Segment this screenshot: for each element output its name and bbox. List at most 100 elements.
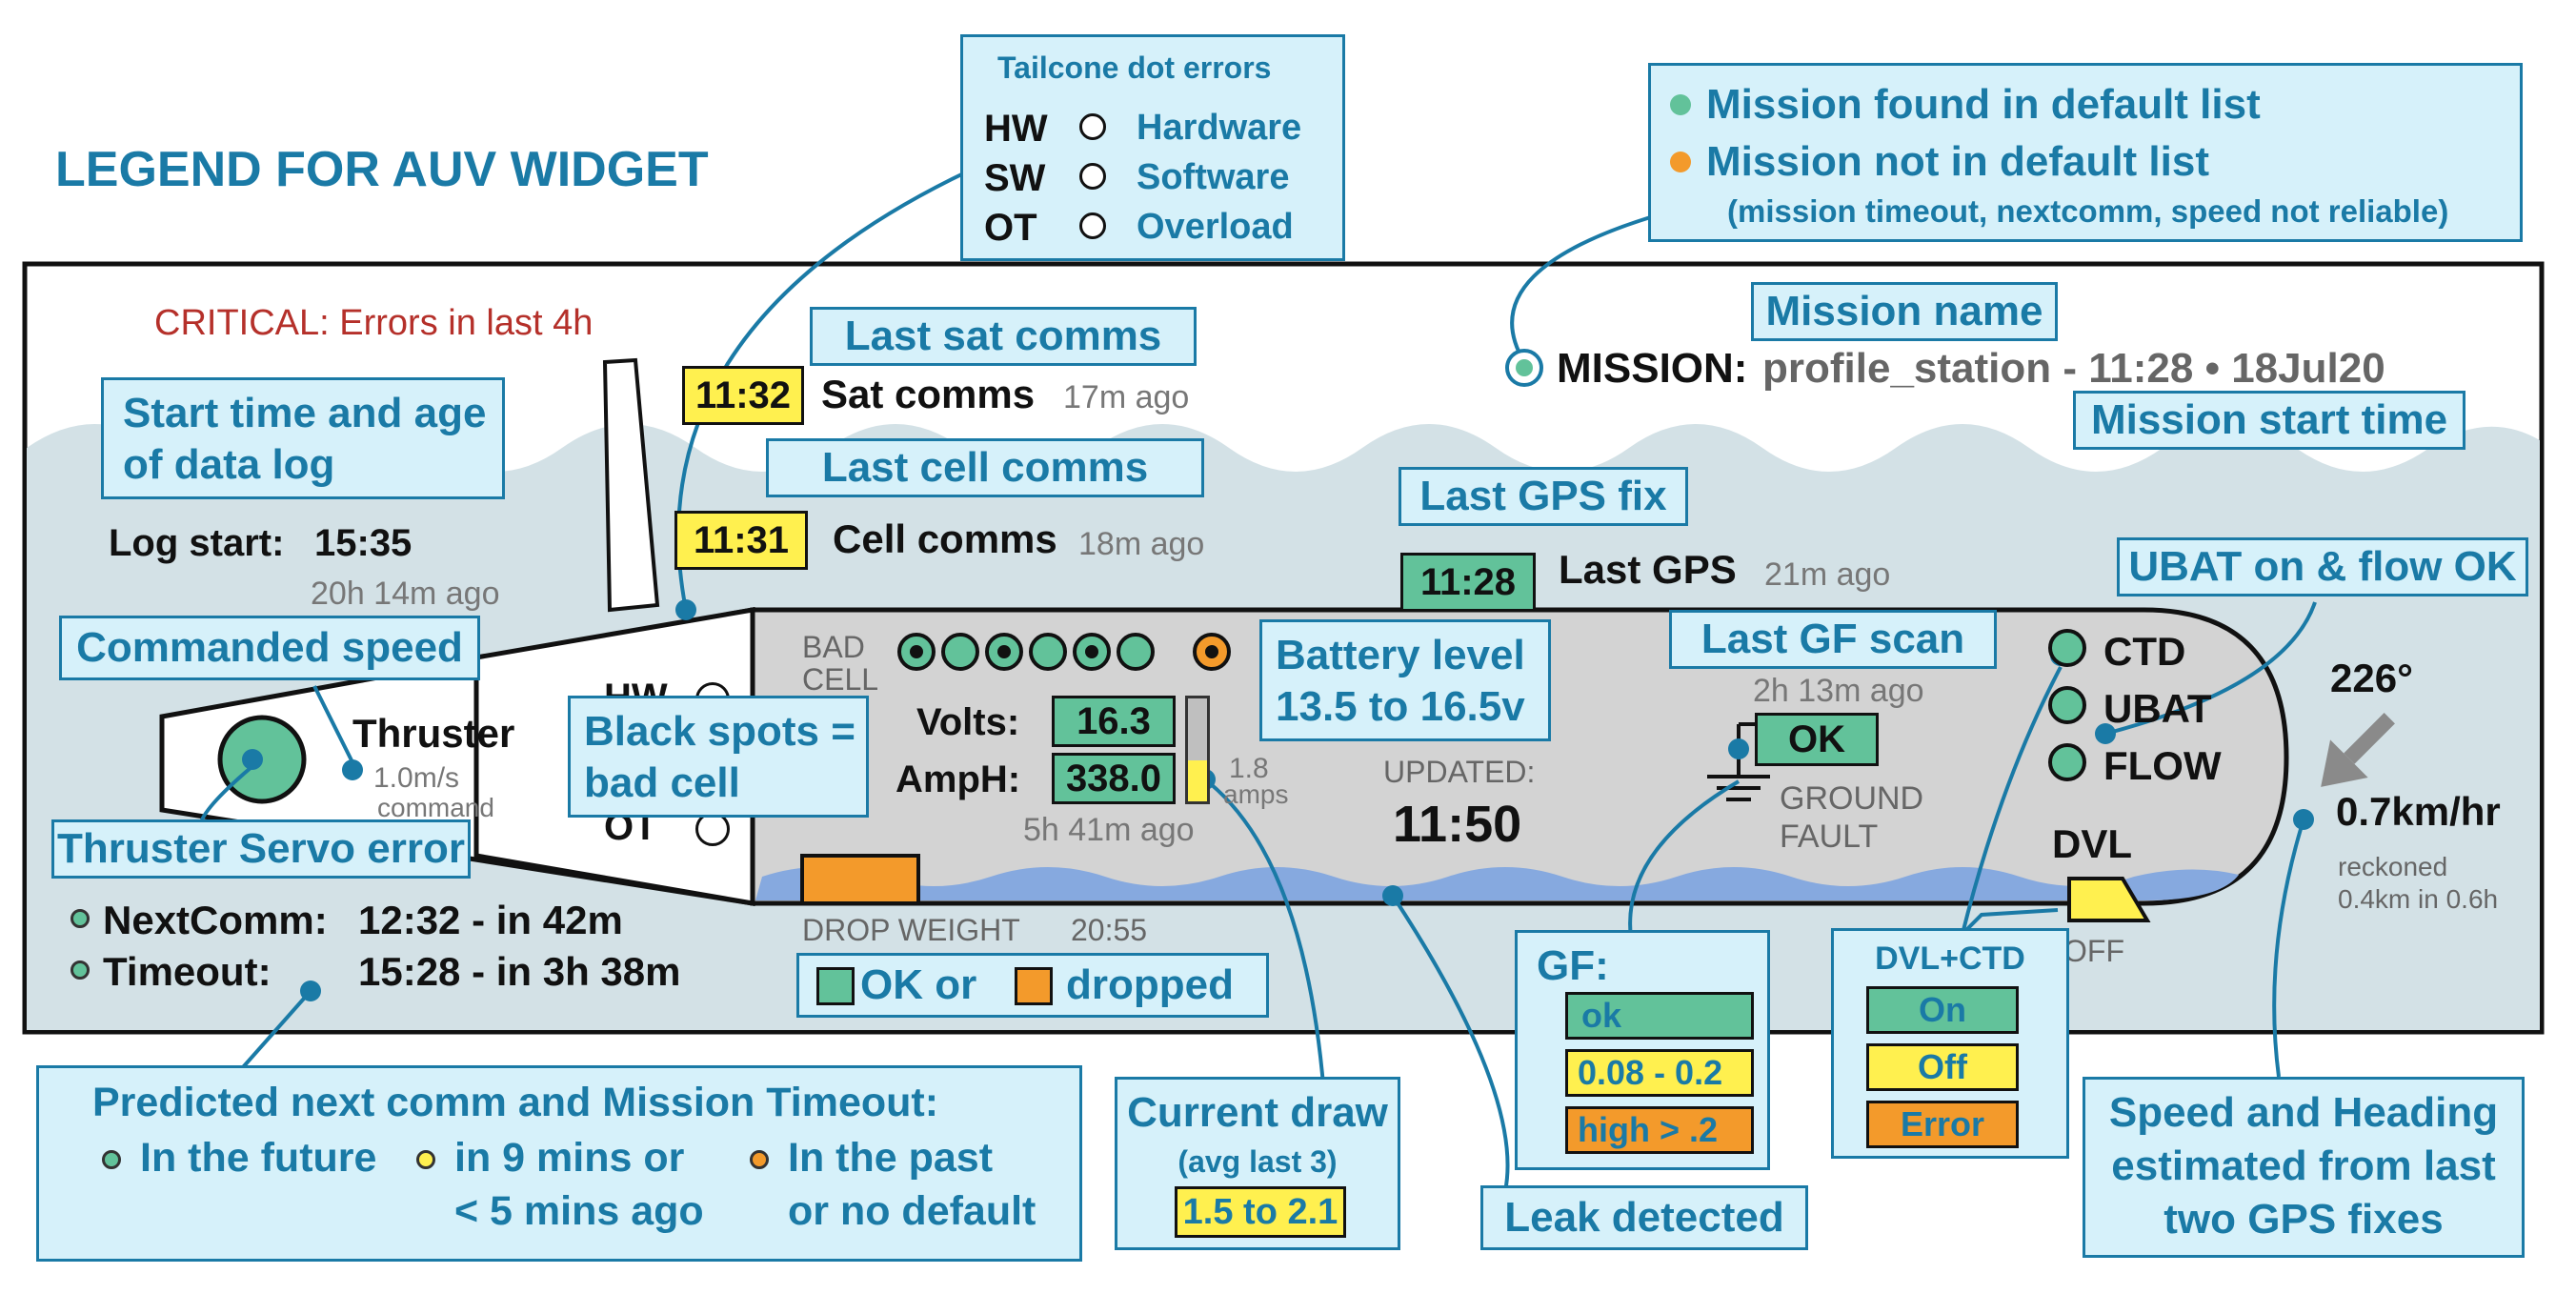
gps-time-chip: 11:28: [1400, 553, 1536, 612]
battery-cell: [1193, 633, 1231, 671]
battery-level-callout: Battery level 13.5 to 16.5v: [1259, 619, 1551, 741]
battery-cells: [897, 633, 1231, 675]
current-range-chip: 1.5 to 2.1: [1175, 1186, 1346, 1238]
log-start-label: Log start:: [109, 522, 285, 564]
cell-time-chip: 11:31: [674, 511, 808, 570]
tailcone-row-sw: SW Software: [984, 157, 1290, 199]
drop-weight-label: DROP WEIGHT: [802, 913, 1020, 947]
volts-value: 16.3: [1052, 696, 1176, 747]
dvl-state: OFF: [2063, 934, 2124, 968]
log-start-time: 15:35: [314, 522, 413, 564]
not-found-dot-icon: [1670, 152, 1691, 172]
mission-status-callout: Mission found in default list Mission no…: [1648, 63, 2523, 242]
sat-label: Sat comms: [821, 372, 1036, 416]
gf-label: GROUND FAULT: [1780, 780, 1924, 855]
gps-ago: 21m ago: [1764, 556, 1891, 593]
drop-weight: [800, 854, 920, 905]
nextcomm-value: 12:32 - in 42m: [358, 898, 623, 942]
future-dot-icon: [102, 1150, 121, 1169]
black-spots-callout: Black spots = bad cell: [568, 696, 869, 818]
flow-dot-icon: [2048, 743, 2086, 781]
last-cell-callout: Last cell comms: [766, 438, 1204, 497]
last-sat-callout: Last sat comms: [810, 307, 1197, 366]
found-dot-icon: [1670, 94, 1691, 115]
mast: [602, 357, 660, 613]
predicted-title: Predicted next comm and Mission Timeout:: [92, 1080, 939, 1125]
last-gps-callout: Last GPS fix: [1399, 467, 1688, 526]
gf-legend-callout: GF: ok 0.08 - 0.2 high > .2: [1515, 930, 1770, 1170]
ubat-callout: UBAT on & flow OK: [2117, 537, 2528, 596]
timeout-value: 15:28 - in 3h 38m: [358, 949, 681, 994]
nextcomm-label: NextComm:: [103, 898, 328, 942]
gf-ago: 2h 13m ago: [1753, 673, 1924, 709]
leak-callout: Leak detected: [1480, 1185, 1808, 1250]
drop-ok-swatch: [816, 967, 855, 1005]
battery-cell: [985, 633, 1023, 671]
start-time-callout: Start time and age of data log: [101, 377, 505, 499]
thruster-servo-callout: Thruster Servo error: [51, 819, 471, 879]
dvl-label: DVL: [2052, 821, 2132, 866]
past-label-1: In the past: [788, 1135, 994, 1181]
leak-water: [755, 867, 2239, 900]
tailcone-row-ot: OT Overload: [984, 207, 1294, 249]
hull: [750, 607, 2289, 906]
mission-found-label: Mission found in default list: [1706, 81, 2261, 128]
past-label-2: or no default: [788, 1188, 1036, 1234]
predicted-callout: Predicted next comm and Mission Timeout:…: [36, 1065, 1082, 1262]
drop-weight-callout: OK or dropped: [796, 953, 1269, 1018]
heading-arrow: [2321, 713, 2395, 787]
speed-value: 0.7km/hr: [2336, 789, 2501, 834]
tailcone-row-hw: HW Hardware: [984, 108, 1302, 150]
thruster-speed: 1.0m/s: [373, 762, 460, 794]
reckoned-label: reckoned: [2338, 852, 2448, 881]
ctd-dot-icon: [2048, 629, 2086, 667]
battery-cell: [1029, 633, 1067, 671]
drop-dropped-swatch: [1015, 967, 1053, 1005]
critical-message: CRITICAL: Errors in last 4h: [154, 303, 594, 343]
near-dot-icon: [416, 1150, 435, 1169]
heading-value: 226°: [2330, 656, 2413, 700]
current-bar: [1185, 696, 1210, 804]
sw-dot-icon: [1079, 163, 1106, 190]
amps-unit: amps: [1223, 779, 1289, 809]
mission-start-callout: Mission start time: [2073, 391, 2465, 450]
near-label-1: in 9 mins or: [454, 1135, 685, 1181]
hw-dot-icon: [1079, 113, 1106, 140]
sat-ago: 17m ago: [1063, 379, 1190, 415]
tailcone-callout: Tailcone dot errors HW Hardware SW Softw…: [960, 34, 1345, 261]
mission-value: profile_station - 11:28 • 18Jul20: [1762, 345, 2385, 392]
updated-label: UPDATED:: [1383, 755, 1536, 789]
ctd-label: CTD: [2103, 629, 2186, 674]
volts-label: Volts:: [916, 701, 1020, 743]
battery-cell: [941, 633, 979, 671]
nextcomm-dot-icon: [70, 909, 90, 928]
dvl-legend-callout: DVL+CTD On Off Error: [1831, 928, 2069, 1159]
battery-cell: [1117, 633, 1155, 671]
amps-value: 1.8: [1229, 753, 1269, 784]
log-start-ago: 20h 14m ago: [311, 576, 500, 612]
drop-weight-time: 20:55: [1071, 913, 1148, 947]
ubat-dot-icon: [2048, 686, 2086, 724]
battery-cell: [897, 633, 936, 671]
thruster-command: command: [377, 793, 494, 822]
cell-label: Cell comms: [833, 516, 1057, 561]
amph-value: 338.0: [1052, 753, 1176, 804]
future-label: In the future: [140, 1135, 377, 1181]
page-title: LEGEND FOR AUV WIDGET: [55, 142, 709, 197]
current-draw-callout: Current draw (avg last 3) 1.5 to 2.1: [1115, 1077, 1400, 1250]
thruster-label: Thruster: [352, 711, 515, 756]
mission-note: (mission timeout, nextcomm, speed not re…: [1727, 193, 2449, 229]
mission-not-found-label: Mission not in default list: [1706, 138, 2209, 185]
gps-label: Last GPS: [1559, 547, 1737, 592]
bad-cell-label: BAD CELL: [802, 630, 879, 697]
near-label-2: < 5 mins ago: [454, 1188, 704, 1234]
flow-label: FLOW: [2103, 743, 2222, 788]
past-dot-icon: [750, 1150, 769, 1169]
sat-time-chip: 11:32: [682, 366, 804, 425]
current-bar-fill: [1188, 759, 1207, 801]
battery-cell: [1073, 633, 1111, 671]
mission-label: MISSION:: [1557, 345, 1748, 392]
dvl-shape: [2067, 877, 2151, 922]
reckoned-value: 0.4km in 0.6h: [2338, 884, 2499, 914]
battery-age: 5h 41m ago: [1023, 812, 1195, 848]
